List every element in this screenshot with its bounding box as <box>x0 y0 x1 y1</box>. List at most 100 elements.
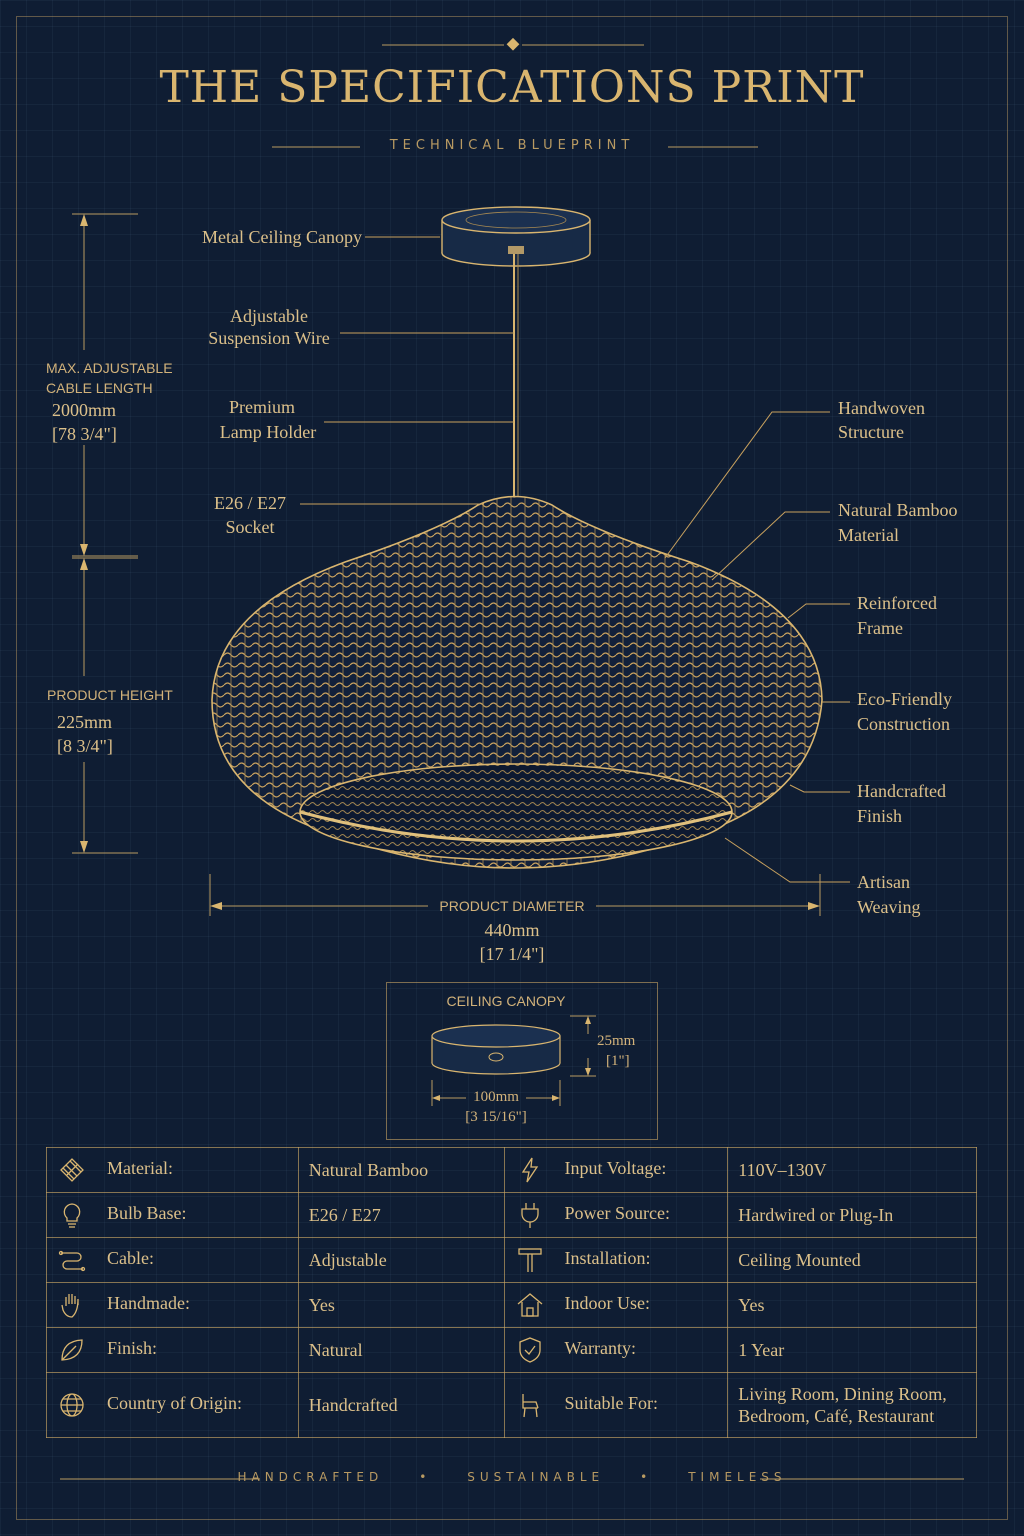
footer-tagline: HANDCRAFTED•SUSTAINABLE•TIMELESS <box>0 1470 1024 1484</box>
house-icon <box>515 1290 555 1320</box>
spec-value-line2: Bedroom, Café, Restaurant <box>738 1406 935 1426</box>
callout-artisan-line1: Artisan <box>857 872 910 892</box>
cable-length-label-line2: CABLE LENGTH <box>46 380 153 396</box>
shield-icon <box>515 1335 555 1365</box>
table-row: Handmade: Yes Indoor Use: Yes <box>46 1282 977 1328</box>
cable-length-label-line1: MAX. ADJUSTABLE <box>46 360 173 376</box>
spec-label-cell: Installation: <box>503 1237 729 1283</box>
spec-label-cell: Power Source: <box>503 1192 729 1238</box>
table-row: Finish: Natural Warranty: 1 Year <box>46 1327 977 1373</box>
spec-value: 110V–130V <box>727 1147 977 1193</box>
plug-icon <box>515 1200 555 1230</box>
spec-label: Handmade: <box>107 1293 190 1314</box>
spec-label-cell: Indoor Use: <box>503 1282 729 1328</box>
page-frame <box>16 16 1008 1520</box>
spec-label-cell: Input Voltage: <box>503 1147 729 1193</box>
callout-socket-line1: E26 / E27 <box>214 493 286 513</box>
spec-label-cell: Material: <box>46 1147 299 1193</box>
lightning-icon <box>515 1155 555 1185</box>
spec-value: 1 Year <box>727 1327 977 1373</box>
page-subtitle: TECHNICAL BLUEPRINT <box>389 138 635 153</box>
callout-suspension-wire-line2: Suspension Wire <box>208 328 330 348</box>
footer-item-timeless: TIMELESS <box>688 1470 787 1484</box>
spec-value: Handcrafted <box>297 1372 505 1438</box>
spec-label-cell: Country of Origin: <box>46 1372 299 1438</box>
callout-metal-ceiling-canopy: Metal Ceiling Canopy <box>202 227 362 247</box>
spec-label-cell: Handmade: <box>46 1282 299 1328</box>
callout-bamboo-line1: Natural Bamboo <box>838 500 958 520</box>
leaf-icon <box>57 1335 97 1365</box>
canopy-height-mm: 25mm <box>597 1033 636 1049</box>
spec-label-cell: Finish: <box>46 1327 299 1373</box>
table-row: Bulb Base: E26 / E27 Power Source: Hardw… <box>46 1192 977 1238</box>
spec-value: Adjustable <box>297 1237 505 1283</box>
footer-separator: • <box>419 1470 432 1484</box>
spec-label: Bulb Base: <box>107 1203 187 1224</box>
cable-length-mm: 2000mm <box>52 400 117 420</box>
spec-label-cell: Warranty: <box>503 1327 729 1373</box>
spec-label: Installation: <box>564 1248 651 1269</box>
callout-handwoven-line1: Handwoven <box>838 398 925 418</box>
spec-label-cell: Cable: <box>46 1237 299 1283</box>
spec-value: Hardwired or Plug-In <box>727 1192 977 1238</box>
cable-icon <box>57 1245 97 1275</box>
spec-value: Natural <box>297 1327 505 1373</box>
spec-label: Power Source: <box>564 1203 670 1224</box>
spec-label: Suitable For: <box>564 1393 659 1414</box>
spec-label-cell: Bulb Base: <box>46 1192 299 1238</box>
product-diameter-label: PRODUCT DIAMETER <box>439 898 585 914</box>
callout-lamp-holder-line1: Premium <box>229 397 295 417</box>
spec-label: Country of Origin: <box>107 1393 242 1414</box>
spec-label: Material: <box>107 1158 173 1179</box>
spec-label: Finish: <box>107 1338 158 1359</box>
spec-label: Warranty: <box>564 1338 637 1359</box>
mount-icon <box>515 1245 555 1275</box>
chair-icon <box>515 1390 555 1420</box>
footer-separator: • <box>640 1470 653 1484</box>
page-title: THE SPECIFICATIONS PRINT <box>159 62 865 113</box>
callout-socket-line2: Socket <box>225 517 275 537</box>
table-row: Country of Origin: Handcrafted Suitable … <box>46 1372 977 1438</box>
hand-icon <box>57 1290 97 1320</box>
callout-bamboo-line2: Material <box>838 525 899 545</box>
footer-item-handcrafted: HANDCRAFTED <box>237 1470 384 1484</box>
callout-eco-line2: Construction <box>857 714 950 734</box>
spec-label: Cable: <box>107 1248 154 1269</box>
callout-handwoven-line2: Structure <box>838 422 904 442</box>
callout-lamp-holder-line2: Lamp Holder <box>219 422 317 442</box>
spec-label-cell: Suitable For: <box>503 1372 729 1438</box>
cable-length-in: [78 3/4"] <box>52 424 117 444</box>
product-height-label: PRODUCT HEIGHT <box>47 687 173 703</box>
ceiling-canopy-detail <box>386 982 658 1140</box>
product-height-mm: 225mm <box>57 712 113 732</box>
callout-suspension-wire-line1: Adjustable <box>230 306 308 326</box>
callout-artisan-line2: Weaving <box>857 897 921 917</box>
spec-value: Natural Bamboo <box>297 1147 505 1193</box>
product-diameter-mm: 440mm <box>484 920 540 940</box>
canopy-height-in: [1"] <box>606 1053 630 1069</box>
canopy-width-in: [3 15/16"] <box>465 1109 527 1125</box>
callout-frame-line2: Frame <box>857 618 903 638</box>
product-diameter-in: [17 1/4"] <box>479 944 545 964</box>
spec-value: Yes <box>297 1282 505 1328</box>
spec-value-line1: Living Room, Dining Room, <box>738 1384 947 1404</box>
canopy-detail-title: CEILING CANOPY <box>446 993 566 1009</box>
table-row: Material: Natural Bamboo Input Voltage: … <box>46 1147 977 1193</box>
spec-value: Yes <box>727 1282 977 1328</box>
spec-label: Input Voltage: <box>564 1158 667 1179</box>
globe-icon <box>57 1390 97 1420</box>
spec-value: Ceiling Mounted <box>727 1237 977 1283</box>
callout-finish-line2: Finish <box>857 806 903 826</box>
spec-value-multiline: Living Room, Dining Room, Bedroom, Café,… <box>727 1372 977 1438</box>
specifications-table: Material: Natural Bamboo Input Voltage: … <box>46 1147 977 1438</box>
table-row: Cable: Adjustable Installation: Ceiling … <box>46 1237 977 1283</box>
canopy-width-mm: 100mm <box>473 1089 519 1105</box>
spec-value: E26 / E27 <box>297 1192 505 1238</box>
callout-frame-line1: Reinforced <box>857 593 937 613</box>
spec-label: Indoor Use: <box>564 1293 650 1314</box>
product-height-in: [8 3/4"] <box>57 736 113 756</box>
callout-finish-line1: Handcrafted <box>857 781 946 801</box>
weave-icon <box>57 1155 97 1185</box>
bulb-icon <box>57 1200 97 1230</box>
